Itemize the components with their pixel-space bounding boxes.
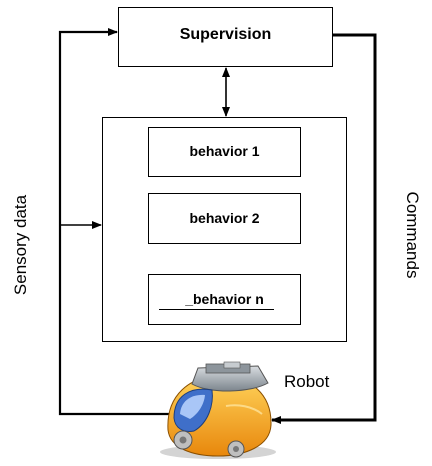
behavior-n-underline xyxy=(159,309,274,311)
behavior-1-label: behavior 1 xyxy=(189,143,260,159)
sensory-data-label: Sensory data xyxy=(11,194,30,296)
behavior-2-label: behavior 2 xyxy=(189,210,260,226)
commands-label: Commands xyxy=(403,191,422,279)
robot-image xyxy=(160,361,276,459)
robot-label: Robot xyxy=(284,372,330,391)
behavior-1-box: behavior 1 xyxy=(148,127,301,177)
behavior-n-label: _behavior n xyxy=(185,291,264,307)
supervision-label: Supervision xyxy=(179,26,272,43)
behavior-n-box: _behavior n xyxy=(148,274,301,325)
supervision-box: Supervision xyxy=(118,7,333,67)
behavior-2-box: behavior 2 xyxy=(148,193,301,244)
sensory-data-line xyxy=(58,28,170,416)
commands-line xyxy=(271,33,377,424)
